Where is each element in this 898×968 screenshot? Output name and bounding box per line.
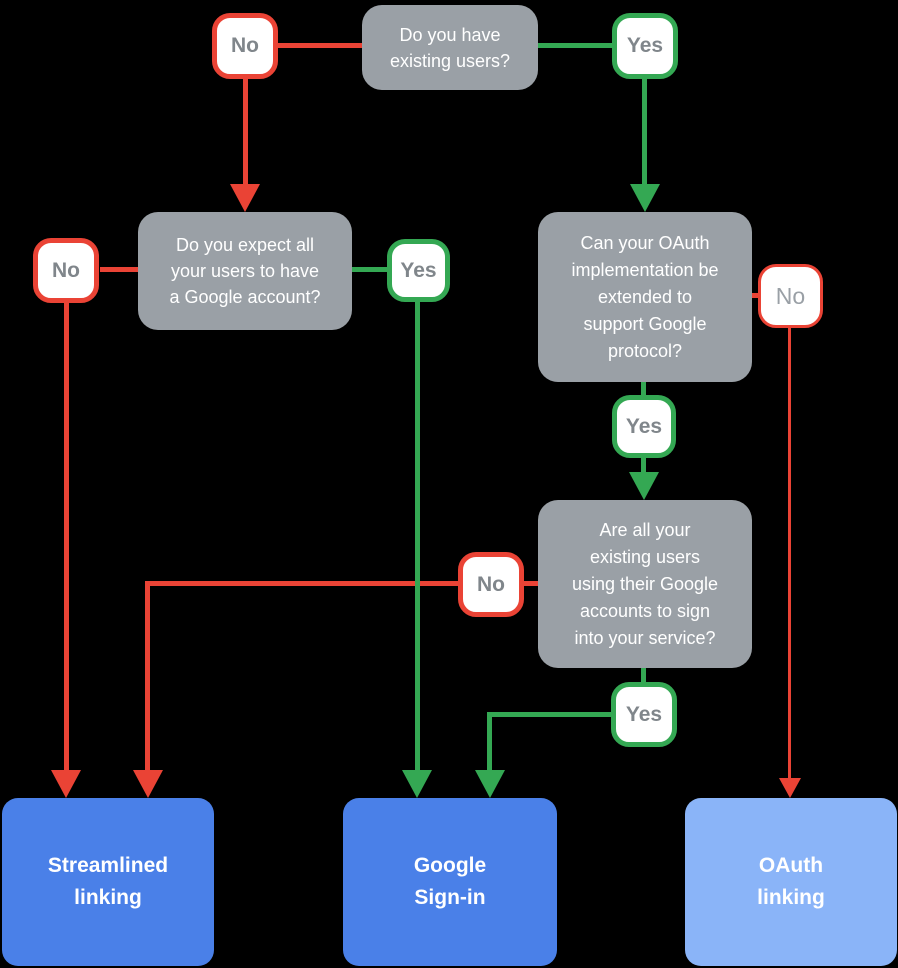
edge-q2-no-connector: [100, 267, 138, 272]
question-text: Are all your existing users using their …: [571, 519, 719, 648]
edge-q3-yes-down: [641, 457, 646, 473]
badge-label: Yes: [626, 34, 664, 57]
badge-label: No: [775, 282, 806, 309]
arrowhead-into-q4: [629, 472, 659, 500]
badge-label: No: [231, 34, 259, 57]
arrowhead-into-googlesignin-1: [402, 770, 432, 798]
edge-q1-no-down: [243, 79, 248, 184]
badge-q3-yes: Yes: [612, 395, 676, 458]
badge-q1-no: No: [212, 13, 278, 79]
outcome-label: Streamlined linking: [47, 854, 169, 909]
badge-label: No: [477, 572, 505, 596]
edge-q4-no-connector: [524, 581, 538, 586]
arrowhead-into-oauth: [779, 778, 801, 798]
arrowhead-into-streamlined-1: [51, 770, 81, 798]
question-box-existing-users: Do you have existing users?: [362, 5, 538, 90]
question-box-users-sign-in-google: Are all your existing users using their …: [538, 500, 752, 668]
arrowhead-into-googlesignin-2: [475, 770, 505, 798]
question-text: Do you have existing users?: [389, 24, 511, 71]
badge-label: Yes: [625, 702, 663, 726]
edge-q2-yes-connector: [352, 267, 387, 272]
arrowhead-into-q2: [230, 184, 260, 212]
badge-q4-yes: Yes: [611, 682, 677, 747]
question-box-oauth-extendable: Can your OAuth implementation be extende…: [538, 212, 752, 382]
edge-q3-no-down-thin: [788, 328, 791, 778]
edge-q4-yes-horizontal: [487, 712, 611, 717]
edge-q4-no-down: [145, 581, 150, 772]
question-text: Can your OAuth implementation be extende…: [571, 232, 719, 361]
badge-label: No: [52, 258, 80, 282]
outcome-label: OAuth linking: [757, 854, 825, 909]
badge-q3-no: No: [758, 264, 823, 328]
edge-q1-yes-connector: [538, 43, 612, 48]
edge-q4-no-horizontal: [145, 581, 458, 586]
badge-label: Yes: [400, 258, 437, 282]
edge-q4-to-yes-badge: [641, 668, 646, 683]
edge-q2-no-down: [64, 301, 69, 772]
outcome-box-oauth-linking: OAuth linking: [685, 798, 897, 966]
arrowhead-into-streamlined-2: [133, 770, 163, 798]
edge-q3-no-connector: [752, 293, 758, 298]
badge-q1-yes: Yes: [612, 13, 678, 79]
edge-q1-yes-down: [642, 79, 647, 184]
question-text: Do you expect all your users to have a G…: [169, 235, 321, 307]
edge-q4-yes-down: [487, 712, 492, 772]
outcome-box-streamlined-linking: Streamlined linking: [2, 798, 214, 966]
outcome-box-google-sign-in: Google Sign-in: [343, 798, 557, 966]
badge-q4-no: No: [458, 552, 524, 617]
badge-q2-no: No: [33, 238, 99, 303]
arrowhead-into-q3: [630, 184, 660, 212]
badge-label: Yes: [625, 414, 663, 438]
question-box-expect-google-account: Do you expect all your users to have a G…: [138, 212, 352, 330]
edge-q2-yes-down: [415, 301, 420, 772]
badge-q2-yes: Yes: [387, 239, 450, 302]
edge-q1-no-connector: [278, 43, 362, 48]
edge-q3-to-yes-badge: [641, 382, 646, 396]
outcome-label: Google Sign-in: [413, 854, 487, 909]
